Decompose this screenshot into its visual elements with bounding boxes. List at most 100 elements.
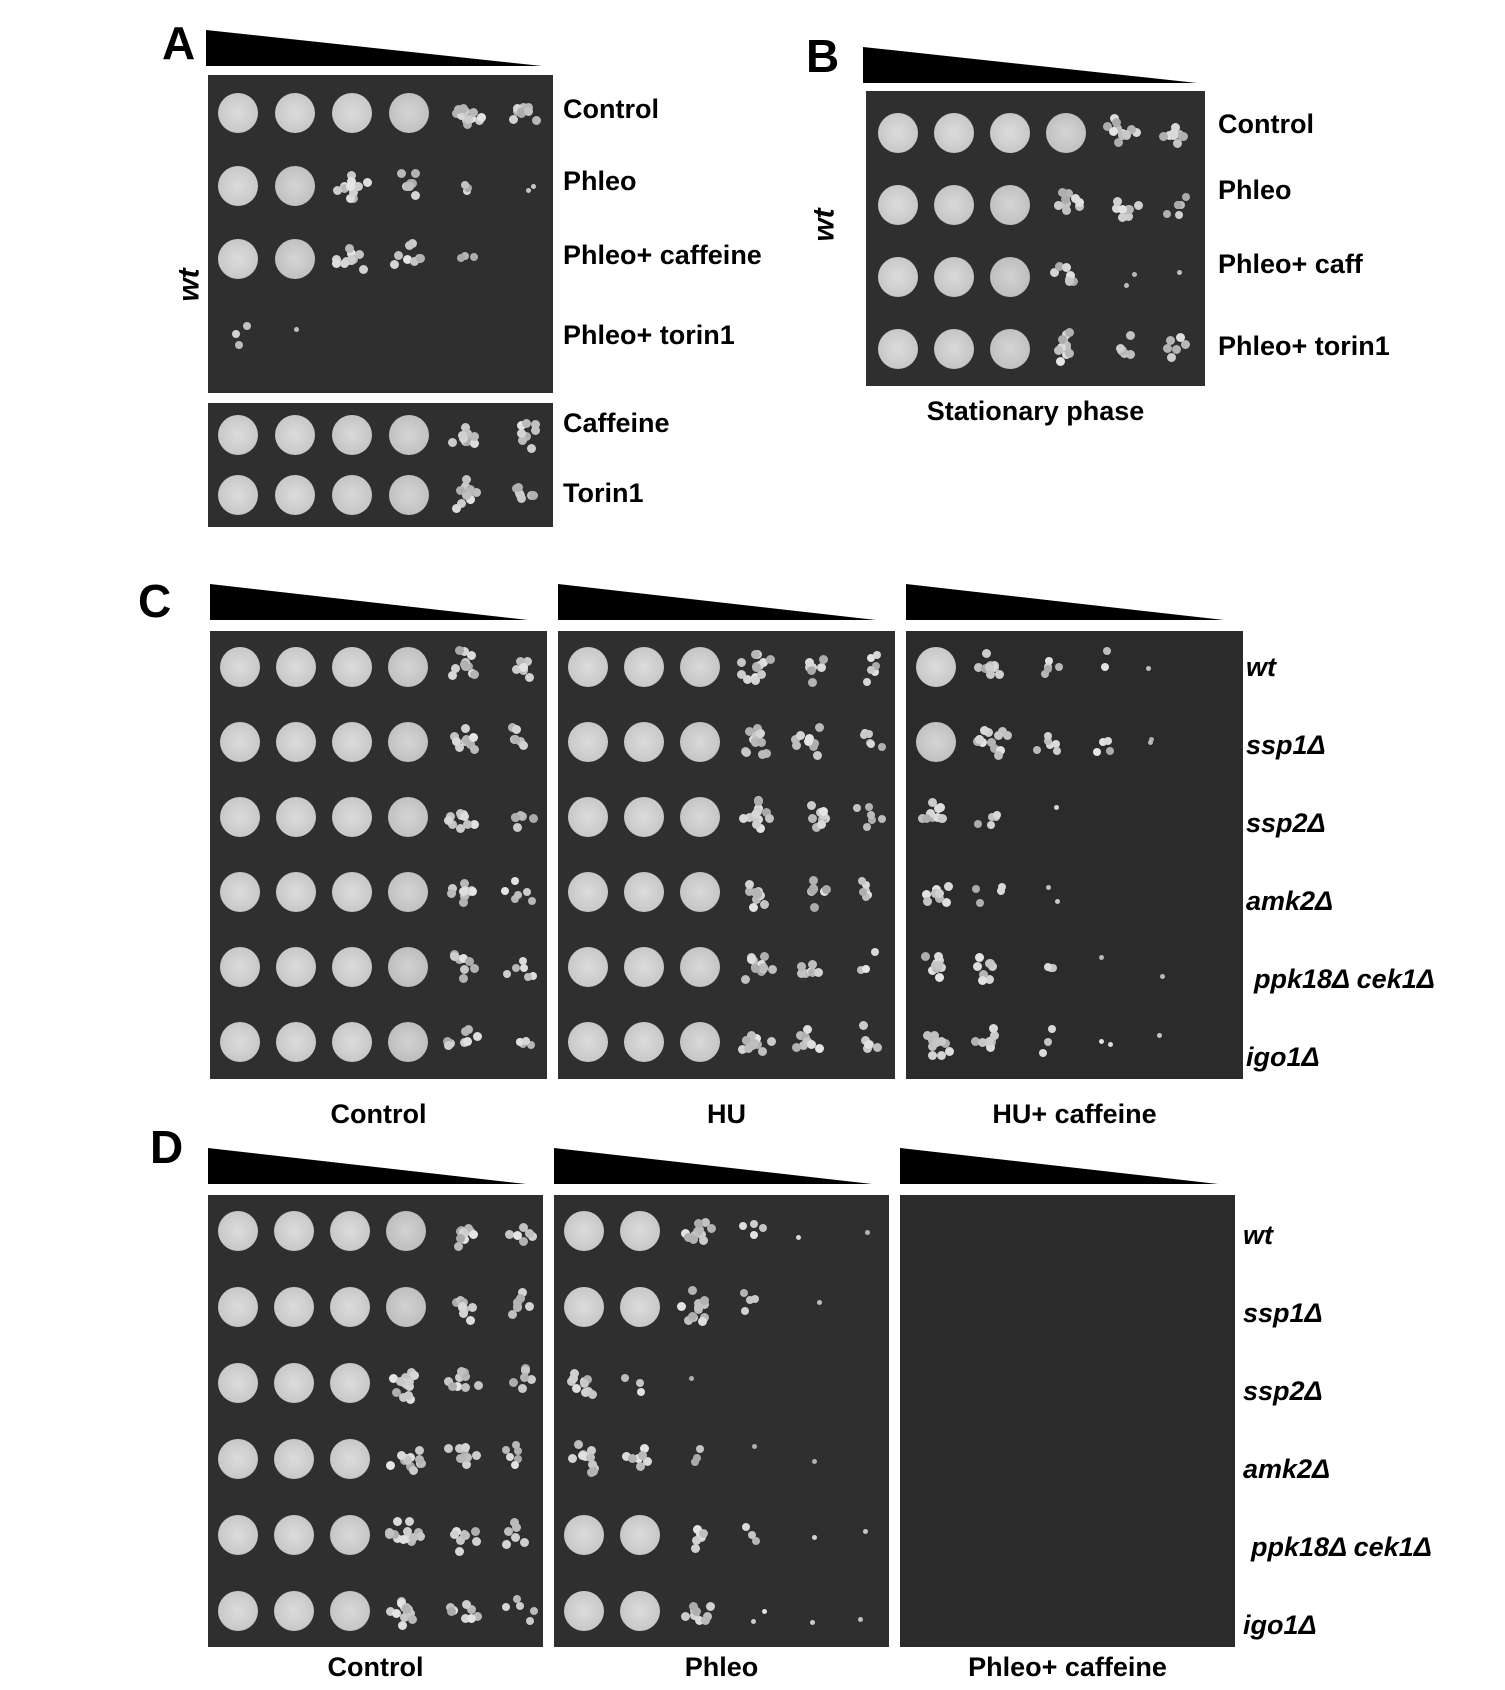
colony [1123, 282, 1129, 288]
colony [754, 797, 764, 807]
colony [1177, 132, 1187, 142]
plate-c-2 [906, 631, 1243, 1079]
dilution-wedge [558, 584, 876, 620]
colony [469, 107, 479, 117]
colony-spot [564, 1211, 604, 1251]
colony [385, 1606, 395, 1616]
colony [515, 1293, 525, 1303]
colony [331, 258, 341, 268]
colony [521, 418, 531, 428]
colony [517, 494, 526, 504]
strain-label-a: wt [172, 268, 206, 302]
colony [997, 883, 1006, 891]
colony-spot [332, 93, 372, 133]
colony [1134, 200, 1144, 210]
colony-spot [218, 239, 258, 279]
colony-spot [330, 1363, 370, 1403]
colony [1113, 138, 1123, 148]
colony [463, 1036, 473, 1046]
plate-c-0 [210, 631, 547, 1079]
colony [988, 1023, 998, 1033]
colony [984, 975, 994, 985]
colony [791, 740, 801, 750]
plate-caption: Phleo+ caffeine [968, 1652, 1167, 1682]
colony [470, 432, 480, 442]
colony [699, 1236, 709, 1246]
colony [801, 968, 811, 978]
colony [469, 669, 479, 679]
colony [808, 960, 818, 970]
strain-label: ssp2Δ [1243, 1376, 1323, 1406]
colony [933, 804, 943, 814]
colony [525, 1301, 535, 1311]
colony [1093, 748, 1102, 757]
colony [817, 663, 827, 673]
row-label: Phleo [1218, 175, 1292, 205]
colony-spot [620, 1211, 660, 1251]
colony [353, 181, 363, 191]
colony [396, 1598, 406, 1608]
colony [523, 657, 533, 667]
colony [698, 1529, 708, 1539]
colony [398, 1393, 408, 1403]
colony [791, 735, 801, 745]
colony [511, 665, 521, 675]
colony [523, 888, 532, 897]
colony [978, 975, 988, 985]
colony [1055, 262, 1065, 272]
colony [1054, 345, 1064, 355]
colony [707, 1224, 717, 1233]
colony [688, 1375, 694, 1381]
colony [531, 184, 537, 190]
colony [1099, 955, 1105, 961]
plate-d-0 [208, 1195, 543, 1647]
colony [516, 429, 526, 439]
colony [1044, 963, 1053, 972]
colony [461, 481, 471, 491]
colony [453, 105, 463, 115]
row-label: Phleo+ torin1 [563, 320, 735, 350]
colony [460, 812, 470, 822]
colony [1107, 1041, 1113, 1047]
colony [1045, 885, 1051, 891]
colony [1062, 262, 1072, 272]
colony [459, 886, 469, 896]
colony [987, 812, 996, 821]
colony [465, 486, 475, 496]
colony [573, 1439, 583, 1449]
colony [1053, 805, 1059, 811]
colony [1033, 745, 1042, 754]
colony-spot [332, 722, 372, 762]
colony [737, 657, 747, 667]
colony-spot [878, 329, 918, 369]
colony [469, 964, 479, 974]
colony [414, 1446, 424, 1456]
colony [513, 1302, 523, 1312]
colony [411, 168, 421, 178]
colony [347, 248, 357, 258]
colony [986, 959, 996, 969]
colony [471, 1450, 481, 1460]
colony [525, 1229, 535, 1239]
colony [455, 1443, 465, 1453]
colony-spot [568, 722, 608, 762]
colony [1172, 344, 1182, 354]
colony [811, 822, 821, 832]
colony-spot [388, 1022, 428, 1062]
colony [1160, 974, 1166, 980]
strain-label: igo1Δ [1243, 1610, 1317, 1640]
colony [928, 1041, 938, 1051]
colony [870, 668, 879, 677]
colony [452, 737, 462, 747]
colony-spot [564, 1515, 604, 1555]
colony [757, 670, 767, 680]
colony-spot [274, 1439, 314, 1479]
colony [984, 728, 994, 738]
colony [867, 654, 876, 663]
colony [806, 665, 816, 675]
colony [588, 1390, 598, 1400]
colony [936, 1037, 946, 1047]
colony [461, 474, 471, 484]
colony [813, 750, 823, 760]
colony [628, 1453, 638, 1463]
